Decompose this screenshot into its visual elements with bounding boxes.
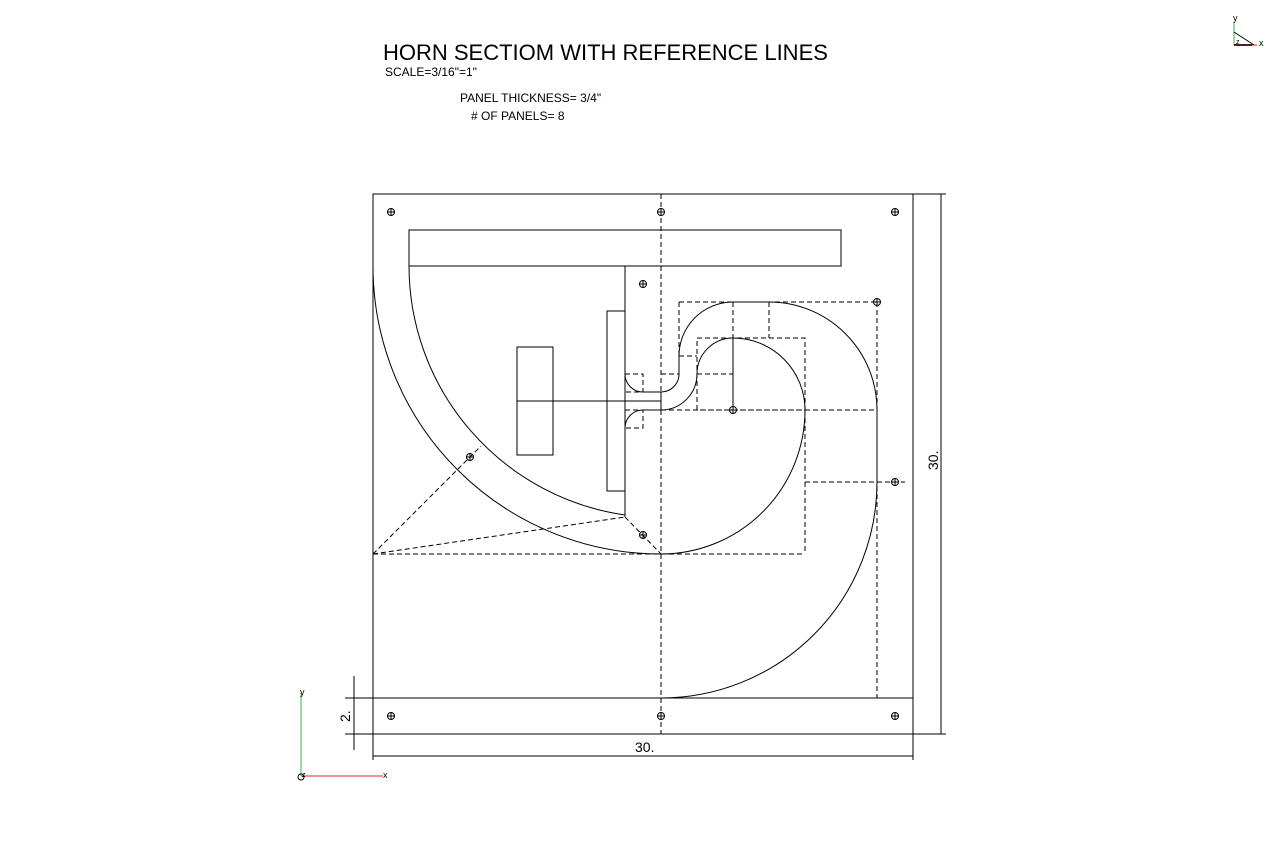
screw-marker-icon: [639, 531, 647, 539]
screw-marker-icon: [657, 208, 665, 216]
ucs-icon-bottom: y x z: [297, 687, 388, 781]
screw-marker-icon: [466, 453, 474, 461]
screw-marker-icon: [729, 406, 737, 414]
screw-marker-icon: [387, 208, 395, 216]
width-dimension: 30.: [635, 739, 654, 755]
outer-panel: [372, 193, 914, 735]
view-cube-icon: y x z: [1233, 13, 1264, 48]
reference-lines: [372, 194, 905, 734]
base-dimension: 2.: [337, 710, 353, 722]
screw-marker-icon: [891, 208, 899, 216]
outer-spiral: [624, 301, 878, 699]
horn-outline: [372, 193, 914, 735]
panel-count-note: # OF PANELS= 8: [471, 109, 565, 123]
axis-x-label: x: [383, 770, 388, 780]
driver-baffle: [606, 310, 626, 492]
screw-marker-icon: [891, 478, 899, 486]
screw-marker-icon: [873, 298, 881, 306]
screw-marker-icon: [639, 280, 647, 288]
drawing-title: HORN SECTIOM WITH REFERENCE LINES: [383, 40, 828, 65]
axis-z-label: z: [302, 772, 306, 779]
top-panel: [408, 229, 842, 267]
scale-note: SCALE=3/16"=1": [385, 65, 477, 79]
screw-markers: [387, 208, 899, 720]
panel-thickness-note: PANEL THICKNESS= 3/4": [460, 91, 601, 105]
inner-bend: [408, 265, 626, 516]
dimensions: 30. 30. 2.: [337, 193, 946, 760]
screw-marker-icon: [387, 712, 395, 720]
axis-x-label: x: [1259, 38, 1264, 48]
inner-spiral: [660, 337, 806, 555]
screw-marker-icon: [891, 712, 899, 720]
axis-y-label: y: [300, 687, 305, 697]
outer-bend: [372, 265, 662, 555]
axis-y-label: y: [1233, 13, 1238, 23]
screw-marker-icon: [657, 712, 665, 720]
axis-z-label: z: [1236, 39, 1240, 46]
height-dimension: 30.: [925, 451, 941, 470]
